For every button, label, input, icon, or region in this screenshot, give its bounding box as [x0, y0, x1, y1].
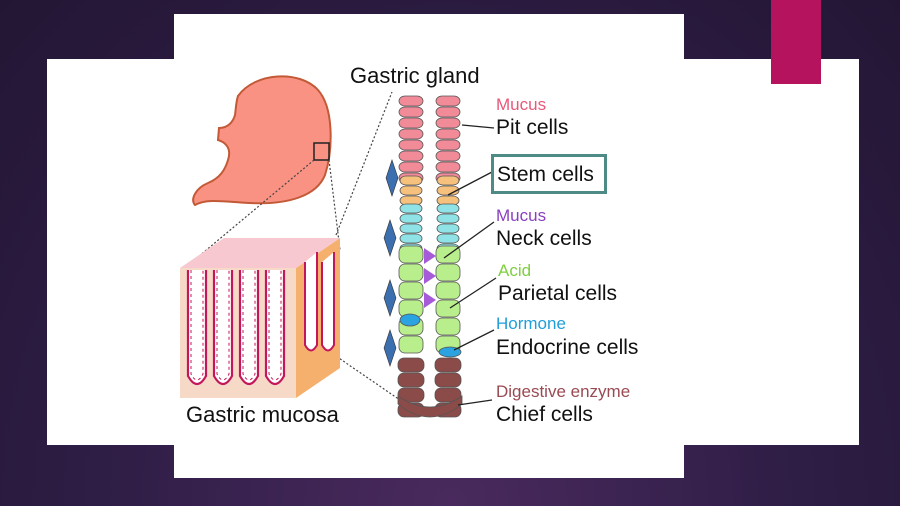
chief-cell: [434, 387, 462, 403]
gastric-mucosa-title: Gastric mucosa: [186, 402, 339, 427]
neck-cell: [399, 233, 423, 244]
pit-cell: [435, 95, 461, 107]
parietal-cell: [398, 335, 424, 354]
pit-cell: [398, 150, 424, 162]
stem-cells-label: Stem cells: [497, 163, 594, 186]
stem-cells-highlight-box: [491, 154, 607, 194]
parietal-cell: [435, 281, 461, 300]
pointer-line: [453, 329, 495, 351]
pointer-line: [449, 277, 497, 309]
chief-cell: [397, 357, 425, 373]
mucosa-pit-cells: [268, 270, 282, 381]
pit-cell: [398, 139, 424, 151]
stem-cell: [399, 175, 423, 186]
mucosa-pit-cells: [190, 270, 204, 381]
neck-cell: [436, 213, 460, 224]
mucosa-pits: [186, 252, 335, 386]
neck-cell: [399, 213, 423, 224]
neck-cells-label: Neck cells: [496, 227, 592, 250]
mucosa-pit: [264, 270, 286, 386]
mucosa-top: [180, 238, 340, 268]
chief-cell: [397, 372, 425, 388]
neck-cell: [399, 203, 423, 214]
pit-cell: [398, 106, 424, 118]
mucosa-pit: [238, 270, 260, 386]
neck-mucus-wedge: [424, 268, 436, 284]
stomach-shape: [192, 75, 332, 207]
pit-cell: [435, 106, 461, 118]
mucosa-pit: [186, 270, 208, 386]
pointer-line: [457, 399, 493, 406]
stem-cell: [399, 185, 423, 196]
endocrine-sub-label: Hormone: [496, 314, 566, 333]
parietal-cell: [398, 281, 424, 300]
mucosa-pit-cells: [216, 270, 230, 381]
mucosa-pit: [321, 252, 335, 352]
chief-cell: [397, 387, 425, 403]
chief-cell: [434, 372, 462, 388]
pit-cell: [398, 95, 424, 107]
chief-cell: [397, 395, 463, 418]
gastric-gland: [383, 95, 463, 418]
parietal-cell: [435, 299, 461, 318]
gland-side-cell: [383, 279, 397, 317]
endocrine-cell: [399, 313, 421, 327]
parietal-cell: [398, 263, 424, 282]
pit-cell: [435, 150, 461, 162]
neck-cell: [399, 223, 423, 234]
pit-cell: [435, 139, 461, 151]
parietal-cell: [435, 317, 461, 336]
pit-sub-label: Mucus: [496, 95, 547, 114]
pit-cell: [398, 117, 424, 129]
chief-cells-label: Chief cells: [496, 403, 593, 426]
neck-cell: [436, 223, 460, 234]
pit-cell: [398, 128, 424, 140]
pit-cell: [435, 161, 461, 173]
pointer-line: [443, 221, 495, 259]
zoom-line: [328, 159, 341, 251]
neck-mucus-wedge: [424, 248, 436, 264]
neck-cell: [436, 233, 460, 244]
pit-cell: [398, 161, 424, 173]
accent-tab: [771, 0, 821, 84]
mucosa-pit: [304, 252, 318, 352]
gastric-gland-title: Gastric gland: [350, 63, 480, 88]
endocrine-cells-label: Endocrine cells: [496, 336, 639, 359]
gland-side-cell: [385, 159, 399, 197]
neck-mucus-wedge: [424, 292, 436, 308]
neck-cell: [436, 203, 460, 214]
parietal-cell: [398, 245, 424, 264]
mucosa-pit: [212, 270, 234, 386]
chief-cell: [434, 357, 462, 373]
chief-sub-label: Digestive enzyme: [496, 382, 631, 401]
pit-cell: [435, 117, 461, 129]
parietal-cell: [435, 263, 461, 282]
neck-sub-label: Mucus: [496, 206, 547, 225]
pointer-line: [447, 171, 493, 196]
pit-cells-label: Pit cells: [496, 116, 569, 139]
zoom-box: [313, 142, 330, 161]
pointer-line: [461, 124, 495, 129]
stem-cell: [436, 175, 460, 186]
gland-side-cell: [383, 219, 397, 257]
parietal-cells-label: Parietal cells: [498, 282, 618, 305]
gland-side-cell: [383, 329, 397, 367]
parietal-sub-label: Acid: [498, 261, 532, 280]
zoom-line: [335, 91, 393, 236]
pit-cell: [435, 128, 461, 140]
mucosa-pit-cells: [242, 270, 256, 381]
